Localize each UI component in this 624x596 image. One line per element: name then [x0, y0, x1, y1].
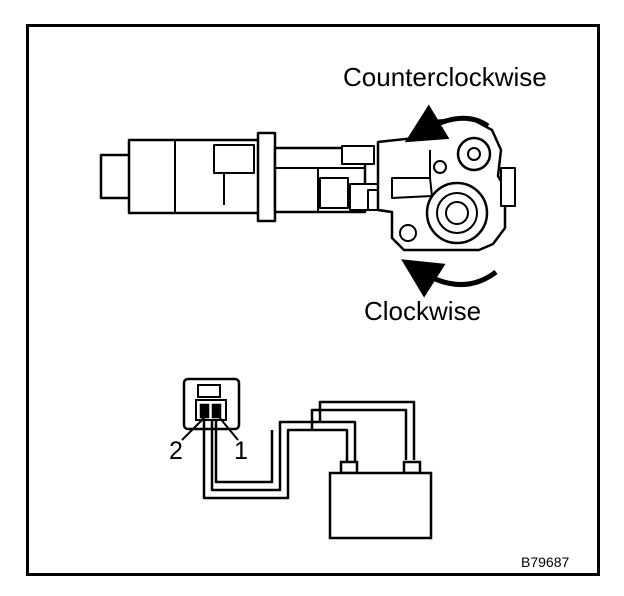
battery-terminal-left — [339, 460, 359, 475]
battery — [328, 460, 433, 540]
actuator-assembly — [99, 116, 516, 252]
battery-terminal-right — [402, 460, 422, 475]
pin-1-label: 1 — [234, 437, 248, 465]
diagram-frame — [26, 24, 600, 576]
pin-2-label: 2 — [169, 437, 183, 465]
connector — [182, 377, 241, 431]
clamp-band — [256, 131, 277, 223]
terminal-pin-2 — [199, 403, 210, 419]
terminal-pin-1 — [211, 403, 222, 419]
pin-2-leader — [181, 416, 206, 441]
counterclockwise-arrow — [404, 104, 490, 143]
battery-body — [328, 471, 433, 540]
counterclockwise-label: Counterclockwise — [343, 62, 547, 92]
figure-code: B79687 — [521, 554, 570, 570]
clockwise-arrow — [401, 259, 498, 298]
actuator-end-shaft — [99, 153, 132, 200]
wiring — [202, 400, 416, 500]
pin-1-leader — [218, 416, 239, 441]
clockwise-label: Clockwise — [364, 296, 482, 326]
